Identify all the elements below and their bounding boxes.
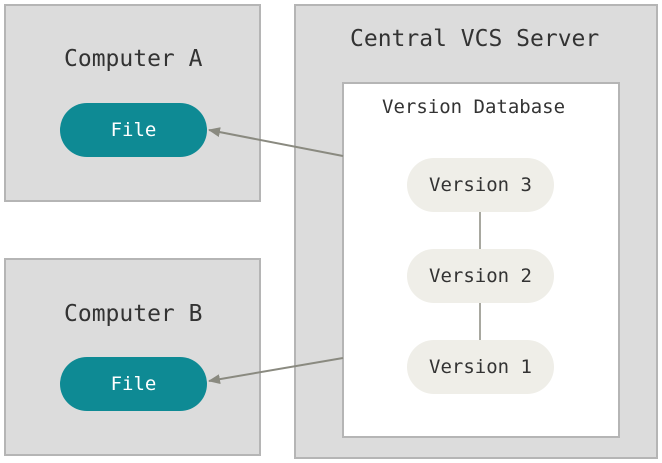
- version-database-title: Version Database: [382, 96, 566, 118]
- version-1-node: Version 1: [407, 340, 554, 394]
- computer-a-file-node: File: [60, 103, 207, 157]
- version-3-node: Version 3: [407, 158, 554, 212]
- computer-b-file-node: File: [60, 357, 207, 411]
- computer-a-title: Computer A: [64, 46, 203, 72]
- version-2-node: Version 2: [407, 249, 554, 303]
- computer-b-title: Computer B: [64, 301, 203, 327]
- server-title: Central VCS Server: [350, 26, 600, 52]
